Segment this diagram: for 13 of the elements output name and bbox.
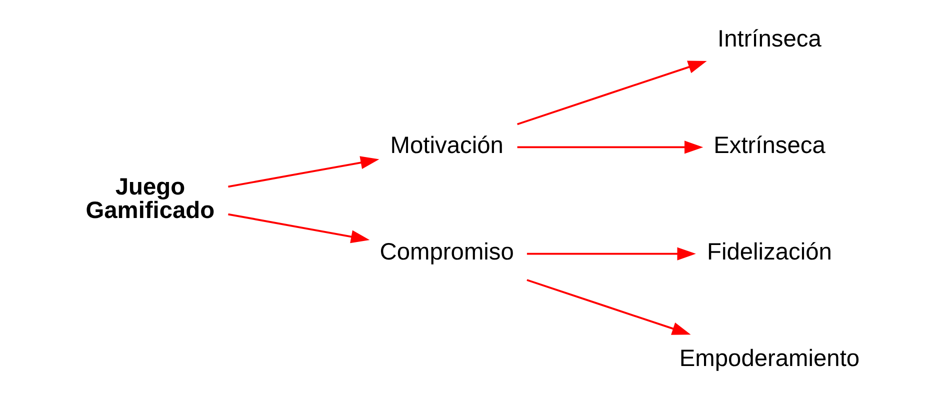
- arrow: [228, 213, 370, 244]
- arrow: [517, 60, 707, 126]
- node-text: Motivación: [390, 132, 504, 159]
- arrow: [526, 247, 696, 260]
- node-text: Intrínseca: [718, 26, 822, 52]
- node-text: Compromiso: [380, 239, 514, 266]
- node-text: Empoderamiento: [679, 346, 860, 372]
- node-text: Juego Gamificado: [86, 174, 215, 224]
- node-text: Extrínseca: [714, 132, 826, 159]
- arrow: [526, 279, 691, 335]
- arrow: [228, 156, 380, 188]
- arrow: [517, 140, 704, 154]
- node-text: Fidelización: [707, 239, 832, 266]
